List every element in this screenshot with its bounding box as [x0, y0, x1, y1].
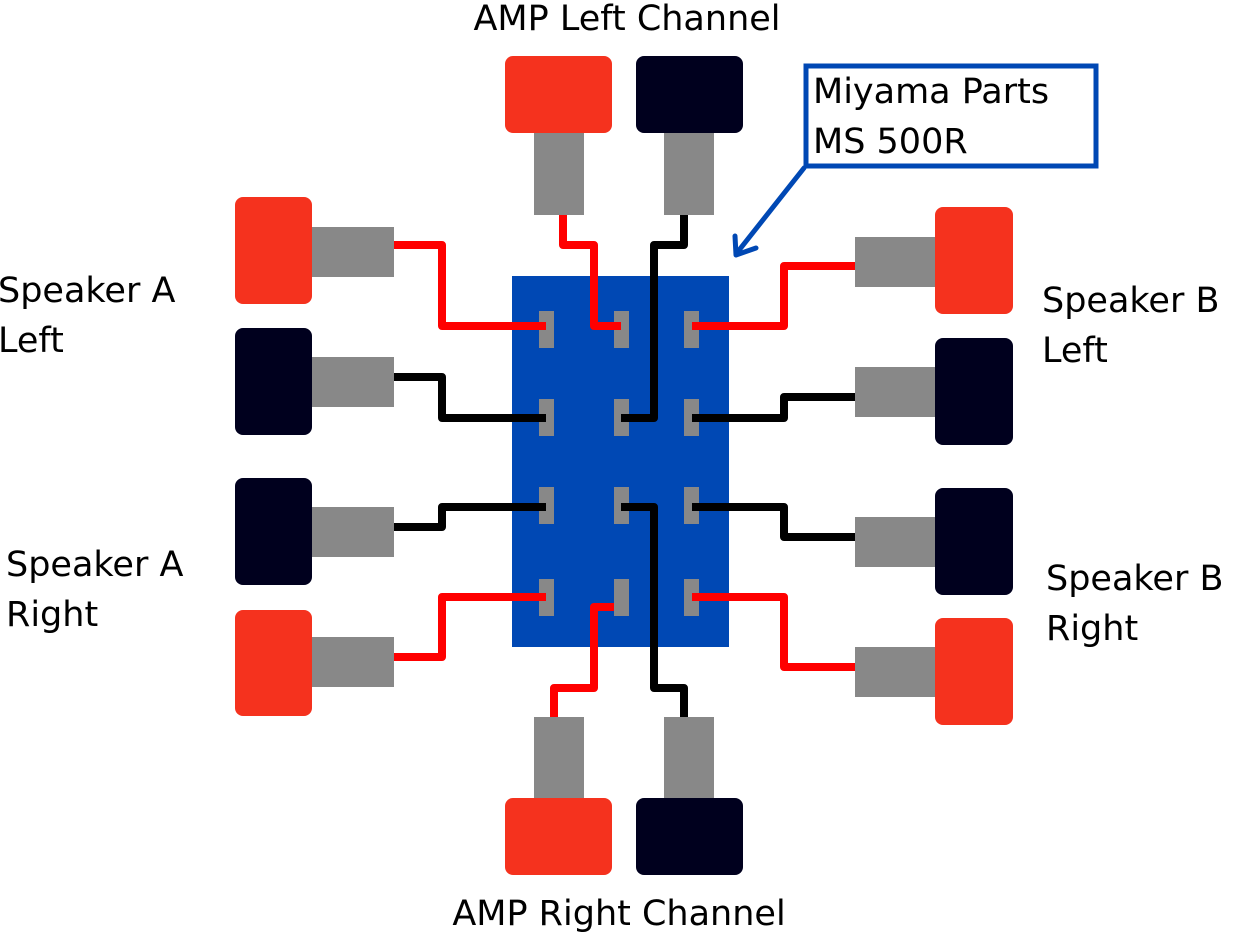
wire-speaker-b-right-positive [692, 593, 855, 671]
switch-pins [539, 311, 699, 616]
wire-amp-right-negative [621, 503, 688, 717]
speaker-b-right-positive-connector [855, 618, 1013, 725]
callout-box [803, 63, 1099, 169]
pin [539, 311, 554, 348]
speaker-b-right-label-1: Speaker B [1046, 559, 1224, 599]
wire-amp-left-negative [621, 215, 688, 422]
speaker-a-left-positive-connector [235, 197, 394, 304]
amp-left-negative-connector [636, 56, 743, 215]
pin [539, 399, 554, 436]
pin [614, 311, 629, 348]
pin [539, 487, 554, 524]
speaker-b-right-label-2: Right [1046, 609, 1138, 649]
callout-line-2: MS 500R [813, 122, 968, 162]
speaker-a-left-negative-connector [235, 328, 394, 435]
amp-right-label: AMP Right Channel [452, 894, 785, 934]
wire-speaker-a-right-positive [394, 593, 546, 661]
amp-left-positive-connector [505, 56, 612, 215]
speaker-a-left-label-2: Left [0, 321, 64, 361]
speaker-a-right-label-1: Speaker A [6, 545, 183, 585]
speaker-b-left-label-1: Speaker B [1042, 281, 1220, 321]
speaker-b-left-negative-connector [855, 338, 1013, 445]
speaker-a-right-label-2: Right [6, 595, 98, 635]
pin [684, 487, 699, 524]
wire-amp-right-positive [550, 603, 614, 717]
speaker-a-right-negative-connector [235, 478, 394, 585]
wire-speaker-b-left-positive [692, 262, 855, 330]
speaker-b-right-negative-connector [855, 488, 1013, 595]
pin [614, 579, 629, 616]
callout-arrow [732, 165, 807, 258]
pin [684, 579, 699, 616]
wire-speaker-a-right-negative [394, 503, 546, 531]
speaker-a-left-label-1: Speaker A [0, 271, 175, 311]
wire-amp-left-positive [559, 215, 621, 330]
speaker-b-left-positive-connector [855, 207, 1013, 314]
pin [539, 579, 554, 616]
pin [684, 311, 699, 348]
speaker-a-right-positive-connector [235, 610, 394, 716]
wire-speaker-a-left-positive [394, 241, 546, 330]
amp-left-label: AMP Left Channel [473, 0, 780, 39]
speaker-b-left-label-2: Left [1042, 331, 1108, 371]
pin [684, 399, 699, 436]
wire-speaker-a-left-negative [394, 373, 546, 422]
wire-speaker-b-right-negative [692, 503, 855, 541]
amp-right-negative-connector [636, 717, 743, 875]
wire-speaker-b-left-negative [692, 393, 855, 422]
amp-right-positive-connector [505, 717, 612, 875]
callout-line-1: Miyama Parts [813, 72, 1049, 112]
